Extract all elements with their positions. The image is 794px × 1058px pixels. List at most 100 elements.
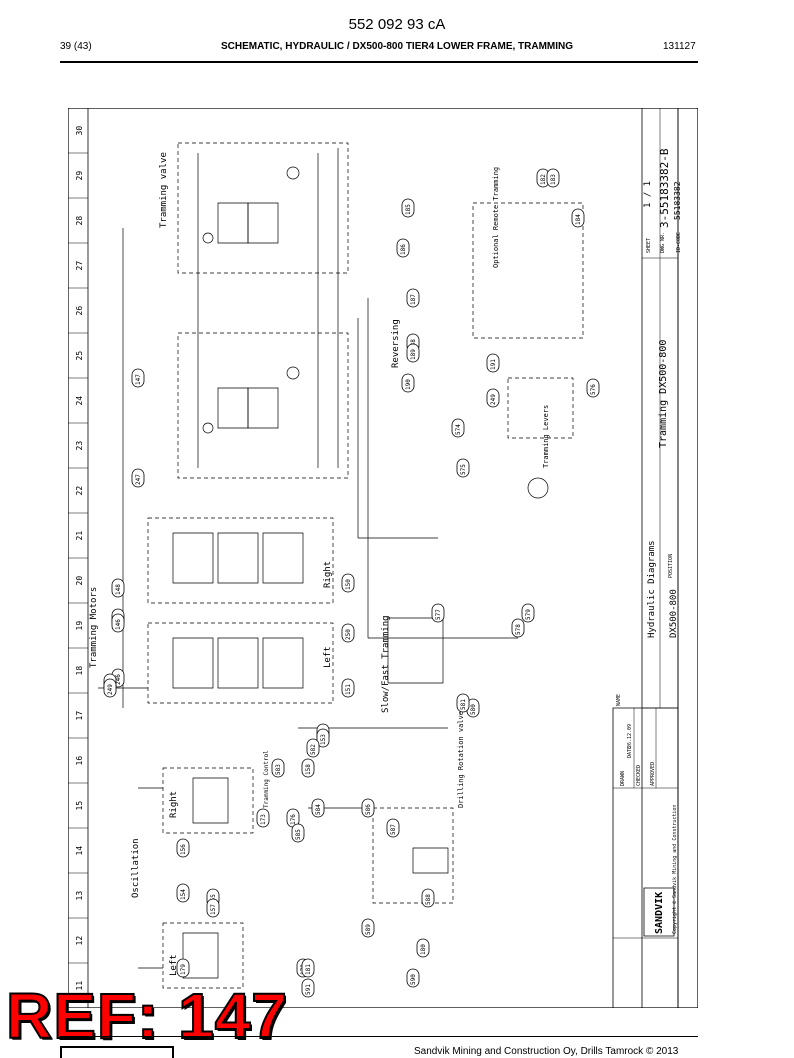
tramming-motors-block bbox=[98, 228, 333, 708]
column-number: 23 bbox=[75, 441, 84, 451]
hose-tag: 154 bbox=[177, 884, 189, 902]
tramming-control-label: Tramming Control bbox=[263, 750, 270, 808]
slow-fast-label: Slow/Fast Tramming bbox=[381, 615, 391, 713]
name-label: NAME bbox=[616, 694, 622, 706]
hose-tag: 150 bbox=[342, 574, 354, 592]
svg-text:179: 179 bbox=[180, 964, 187, 975]
hose-tag: 583 bbox=[272, 759, 284, 777]
left-motor-label: Left bbox=[323, 646, 333, 668]
drawn-date: 26.12.09 bbox=[627, 724, 633, 748]
svg-text:583: 583 bbox=[275, 764, 282, 775]
hose-tag: 176 bbox=[287, 809, 299, 827]
column-number: 16 bbox=[75, 756, 84, 766]
position-label: POSITION bbox=[668, 554, 674, 578]
svg-text:584: 584 bbox=[315, 804, 322, 815]
svg-text:157: 157 bbox=[210, 904, 217, 915]
hose-tag: 153 bbox=[317, 729, 329, 747]
hose-tags: 1472471482481462461492491502501511521531… bbox=[104, 169, 599, 997]
tramming-valve-label: Tramming valve bbox=[159, 152, 169, 228]
brand-logo: SANDVIK bbox=[654, 892, 665, 934]
date-label: DATE bbox=[627, 746, 633, 758]
hose-tag: 576 bbox=[587, 379, 599, 397]
column-number: 18 bbox=[75, 666, 84, 676]
svg-text:590: 590 bbox=[410, 974, 417, 985]
drawn-label: DRAWN bbox=[620, 771, 626, 786]
svg-text:191: 191 bbox=[490, 359, 497, 370]
column-number: 13 bbox=[75, 891, 84, 901]
svg-text:587: 587 bbox=[390, 824, 397, 835]
column-number: 15 bbox=[75, 801, 84, 811]
svg-text:189: 189 bbox=[410, 349, 417, 360]
svg-text:156: 156 bbox=[180, 844, 187, 855]
hose-tag: 591 bbox=[302, 979, 314, 997]
hose-tag: 147 bbox=[132, 369, 144, 387]
tramming-valve-block bbox=[178, 143, 348, 478]
column-number: 11 bbox=[75, 981, 84, 991]
footer-company: Sandvik Mining and Construction Oy, Dril… bbox=[414, 1046, 679, 1057]
column-number: 22 bbox=[75, 486, 84, 496]
column-number: 30 bbox=[75, 126, 84, 136]
svg-text:147: 147 bbox=[135, 374, 142, 385]
svg-text:247: 247 bbox=[135, 474, 142, 485]
hose-tag: 189 bbox=[407, 344, 419, 362]
id-label: ID-CODE bbox=[676, 232, 682, 253]
hose-tag: 249 bbox=[487, 389, 499, 407]
svg-text:576: 576 bbox=[590, 384, 597, 395]
svg-text:591: 591 bbox=[305, 984, 312, 995]
svg-text:581: 581 bbox=[460, 699, 467, 710]
right-motor-label: Right bbox=[323, 561, 333, 588]
column-number: 26 bbox=[75, 306, 84, 316]
svg-text:150: 150 bbox=[345, 579, 352, 590]
svg-text:586: 586 bbox=[365, 804, 372, 815]
svg-text:148: 148 bbox=[115, 584, 122, 595]
hose-tag: 146 bbox=[112, 614, 124, 632]
hydraulic-schematic: 3029282726252423222120191817161514131211… bbox=[68, 108, 698, 1008]
document-number: 552 092 93 cA bbox=[348, 16, 446, 33]
footer-rule bbox=[60, 1036, 698, 1037]
svg-text:183: 183 bbox=[550, 174, 557, 185]
hose-tag: 587 bbox=[387, 819, 399, 837]
column-number: 14 bbox=[75, 846, 84, 856]
document-date: 131127 bbox=[663, 41, 696, 52]
hose-tag: 250 bbox=[342, 624, 354, 642]
svg-text:574: 574 bbox=[455, 424, 462, 435]
hose-tag: 183 bbox=[547, 169, 559, 187]
hose-tag: 187 bbox=[407, 289, 419, 307]
svg-text:186: 186 bbox=[400, 244, 407, 255]
svg-text:173: 173 bbox=[260, 814, 267, 825]
hose-tag: 247 bbox=[132, 469, 144, 487]
hose-tag: 156 bbox=[177, 839, 189, 857]
svg-text:249: 249 bbox=[107, 684, 114, 695]
hose-tag: 185 bbox=[402, 199, 414, 217]
hose-tag: 151 bbox=[342, 679, 354, 697]
copyright: Copyright © Sandvik Mining and Construct… bbox=[672, 805, 678, 934]
left-oscillation-label: Left bbox=[169, 954, 179, 976]
svg-text:585: 585 bbox=[295, 829, 302, 840]
column-number: 21 bbox=[75, 531, 84, 541]
svg-text:250: 250 bbox=[345, 629, 352, 640]
svg-text:577: 577 bbox=[435, 609, 442, 620]
column-number: 28 bbox=[75, 216, 84, 226]
document-title: SCHEMATIC, HYDRAULIC / DX500-800 TIER4 L… bbox=[220, 41, 574, 52]
footer-logo bbox=[60, 1046, 174, 1058]
hose-tag: 575 bbox=[457, 459, 469, 477]
column-number: 29 bbox=[75, 171, 84, 181]
hose-tag: 581 bbox=[457, 694, 469, 712]
hose-tag: 577 bbox=[432, 604, 444, 622]
right-oscillation-label: Right bbox=[169, 791, 179, 818]
svg-text:184: 184 bbox=[575, 214, 582, 225]
model-name: DX500-800 bbox=[669, 589, 679, 638]
hose-tag: 574 bbox=[452, 419, 464, 437]
optional-remote-label: Optional Remote Tramming bbox=[492, 167, 500, 268]
column-number: 27 bbox=[75, 261, 84, 271]
control-block bbox=[298, 203, 583, 903]
hose-tag: 584 bbox=[312, 799, 324, 817]
hose-tag: 249 bbox=[104, 679, 116, 697]
hose-tag: 181 bbox=[302, 959, 314, 977]
hose-tag: 148 bbox=[112, 579, 124, 597]
hose-tag: 158 bbox=[302, 759, 314, 777]
approved-label: APPROVED bbox=[650, 762, 656, 786]
column-number: 12 bbox=[75, 936, 84, 946]
svg-text:588: 588 bbox=[425, 894, 432, 905]
